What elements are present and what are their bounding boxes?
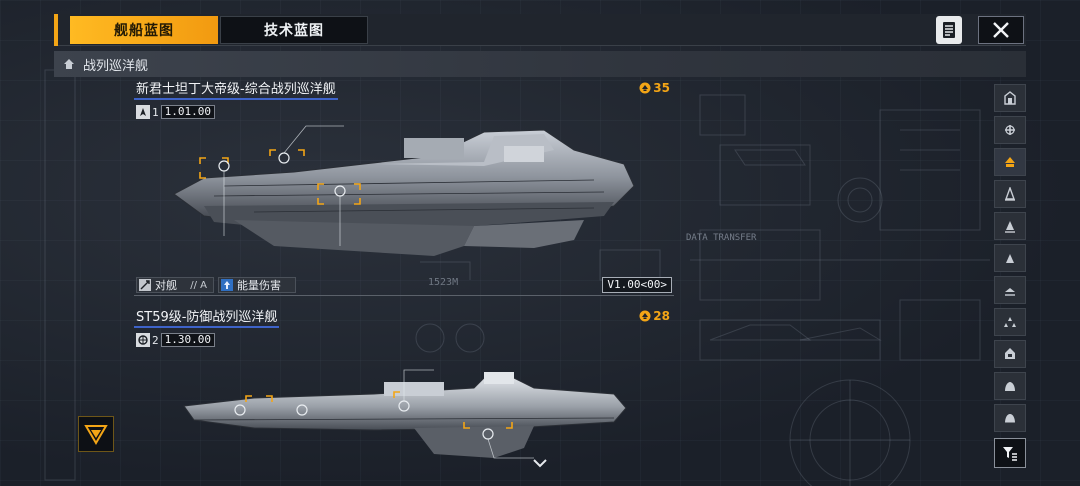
faction-badge[interactable]	[78, 416, 114, 452]
role-tag-label: 对舰	[155, 279, 177, 292]
ship-illustration	[173, 125, 635, 256]
filter-frigate-button[interactable]	[994, 244, 1026, 272]
faction-emblem-icon	[84, 425, 108, 445]
fleet-icon	[1004, 91, 1016, 105]
corvette-icon	[1005, 288, 1015, 296]
destroyer-icon	[1005, 221, 1015, 233]
ship-class-filter	[994, 84, 1026, 470]
special-ship-icon	[1005, 414, 1015, 424]
carrier-icon	[1005, 125, 1015, 135]
ship-header: 新君士坦丁大帝级-综合战列巡洋舰 35	[134, 80, 674, 100]
tab-ship-blueprint[interactable]: 舰船蓝图	[70, 16, 218, 44]
filter-settings-button[interactable]	[994, 438, 1026, 468]
filter-cruiser-button[interactable]	[994, 180, 1026, 208]
ship-level: 1	[152, 105, 159, 119]
aircraft-squad-icon	[1004, 317, 1016, 327]
data-transfer-label: DATA TRANSFER	[686, 233, 757, 243]
role-tag-grade: // A	[190, 279, 207, 291]
ship-illustration	[183, 369, 627, 459]
blueprint-version-tag: V1.00<00>	[602, 277, 672, 293]
ship-name: ST59级-防御战列巡洋舰	[134, 308, 280, 328]
ship-cost-value: 35	[653, 81, 670, 95]
ship-cost: 35	[639, 81, 670, 95]
scroll-down-chevron-icon[interactable]	[532, 457, 548, 469]
filter-support-button[interactable]	[994, 340, 1026, 368]
frigate-icon	[1006, 254, 1014, 263]
energy-damage-icon	[220, 278, 234, 292]
filter-battlecruiser-button[interactable]	[994, 148, 1026, 176]
ship-cost: 28	[639, 309, 670, 323]
command-point-icon	[639, 82, 651, 94]
top-bar: 舰船蓝图 技术蓝图	[54, 14, 1026, 46]
ship-meta: 2 1.30.00	[136, 332, 215, 348]
filter-destroyer-button[interactable]	[994, 212, 1026, 240]
filter-funnel-icon	[1003, 447, 1017, 461]
damage-tag-label: 能量伤害	[237, 279, 281, 292]
ship-card[interactable]: 新君士坦丁大帝级-综合战列巡洋舰 35 1 1.01.00	[134, 80, 674, 298]
tab-tech-blueprint[interactable]: 技术蓝图	[220, 16, 368, 44]
ship-header: ST59级-防御战列巡洋舰 28	[134, 308, 674, 328]
document-button[interactable]	[936, 16, 962, 44]
ship-cost-value: 28	[653, 309, 670, 323]
utility-icon	[1005, 382, 1015, 391]
category-bar: 战列巡洋舰	[54, 51, 1026, 77]
ship-version: 1.30.00	[160, 333, 215, 347]
ship-type-icon	[136, 105, 150, 119]
damage-tag: 能量伤害	[218, 277, 296, 293]
category-label: 战列巡洋舰	[83, 58, 149, 74]
close-icon	[993, 22, 1009, 38]
cruiser-icon	[1005, 187, 1015, 201]
top-accent-bar	[54, 14, 58, 46]
close-button[interactable]	[978, 16, 1024, 44]
filter-carrier-button[interactable]	[994, 116, 1026, 144]
battlecruiser-class-icon	[64, 59, 74, 69]
ship-name: 新君士坦丁大帝级-综合战列巡洋舰	[134, 80, 338, 100]
ship-level: 2	[152, 333, 159, 347]
role-tag: 对舰 // A	[136, 277, 214, 293]
support-icon	[1005, 348, 1015, 359]
filter-utility-button[interactable]	[994, 372, 1026, 400]
ship-card[interactable]: ST59级-防御战列巡洋舰 28 2 1.30.00	[134, 308, 674, 478]
filter-corvette-button[interactable]	[994, 276, 1026, 304]
ship-version: 1.01.00	[160, 105, 215, 119]
ship-footer: 对舰 // A 能量伤害 V1.00<00>	[134, 276, 674, 296]
battlecruiser-icon	[1005, 157, 1015, 167]
command-point-icon	[639, 310, 651, 322]
ship-meta: 1 1.01.00	[136, 104, 215, 120]
filter-aircraft-button[interactable]	[994, 308, 1026, 336]
filter-special-button[interactable]	[994, 404, 1026, 432]
filter-all-button[interactable]	[994, 84, 1026, 112]
ship-length-label: 1523M	[428, 277, 459, 288]
ship-type-icon	[136, 333, 150, 347]
anti-ship-icon	[138, 278, 152, 292]
document-icon	[943, 22, 955, 38]
